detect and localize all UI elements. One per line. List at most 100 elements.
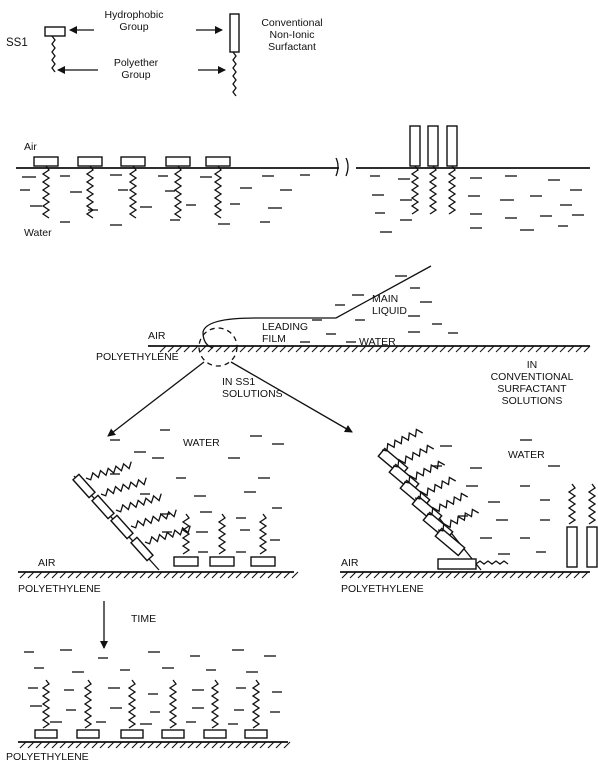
polyethylene-hatch (228, 572, 234, 578)
polyethylene-hatch (68, 742, 74, 748)
polyethylene-hatch (528, 346, 534, 352)
polyethylene-hatch (188, 742, 194, 748)
spreading-water-label: WATER (359, 336, 396, 348)
polyethylene-hatch (398, 572, 404, 578)
ss1-adsorbed-molecule-head (35, 730, 57, 738)
polyethylene-hatch (544, 346, 550, 352)
ss1-adsorbed-molecule-tail (170, 680, 176, 728)
ss1-molecule-tail (43, 166, 49, 218)
polyethylene-hatch (196, 742, 202, 748)
ss1-water-label: WATER (183, 437, 220, 449)
ss1-adsorbed-molecule-head (121, 730, 143, 738)
polyethylene-hatch (550, 572, 556, 578)
polyethylene-hatch (156, 742, 162, 748)
polyethylene-hatch (100, 572, 106, 578)
polyethylene-hatch (382, 572, 388, 578)
polyethylene-hatch (124, 572, 130, 578)
ss1-adsorbed-molecule-tail (183, 514, 189, 554)
polyethylene-hatch (422, 572, 428, 578)
legend-conventional-tail (233, 52, 236, 96)
polyethylene-hatch (352, 346, 358, 352)
polyethylene-hatch (480, 346, 486, 352)
polyethylene-hatch (76, 742, 82, 748)
spreading-air-label: AIR (148, 330, 166, 342)
polyethylene-hatch (414, 572, 420, 578)
ss1-molecule-head (206, 157, 230, 166)
polyethylene-hatch (566, 572, 572, 578)
polyethylene-hatch (408, 346, 414, 352)
polyethylene-hatch (454, 572, 460, 578)
polyethylene-hatch (478, 572, 484, 578)
time-label: TIME (131, 613, 156, 625)
ss1-molecule-head (78, 157, 102, 166)
polyethylene-hatch (180, 572, 186, 578)
ss1-tilted-molecule-head (131, 537, 153, 560)
conventional-flat-molecule-tail (476, 561, 508, 564)
polyethylene-hatch (268, 572, 274, 578)
polyethylene-hatch (240, 346, 246, 352)
polyethylene-hatch (366, 572, 372, 578)
conventional-panel: INCONVENTIONALSURFACTANTSOLUTIONS WATER … (340, 359, 597, 595)
polyethylene-hatch (68, 572, 74, 578)
polyethylene-hatch (116, 742, 122, 748)
polyethylene-hatch (260, 572, 266, 578)
polyethylene-hatch (344, 346, 350, 352)
conventional-molecule-head (447, 126, 457, 166)
conventional-molecule-tail (430, 166, 436, 214)
polyethylene-hatch (584, 346, 590, 352)
spreading-panel: MAINLIQUID LEADINGFILM WATER AIR POLYETH… (96, 266, 590, 436)
polyethylene-hatch (512, 346, 518, 352)
polyethylene-hatch (456, 346, 462, 352)
polyethylene-hatch (320, 346, 326, 352)
conventional-molecule-tail (412, 166, 418, 214)
polyethylene-hatch (228, 742, 234, 748)
ss1-tilted-molecule-tail (145, 526, 190, 544)
legend-polyether-label: PolyetherGroup (114, 57, 159, 81)
polyethylene-hatch (84, 572, 90, 578)
polyethylene-hatch (296, 346, 302, 352)
polyethylene-hatch (272, 346, 278, 352)
polyethylene-hatch (252, 742, 258, 748)
conventional-polyethylene-label: POLYETHYLENE (341, 583, 424, 595)
time-polyethylene-label: POLYETHYLENE (6, 751, 89, 763)
polyethylene-hatch (60, 742, 66, 748)
legend-ss1-tail (52, 36, 55, 72)
polyethylene-hatch (220, 572, 226, 578)
polyethylene-hatch (486, 572, 492, 578)
conventional-water-label: WATER (508, 449, 545, 461)
interface-water-label: Water (24, 227, 52, 239)
polyethylene-hatch (488, 346, 494, 352)
polyethylene-hatch (432, 346, 438, 352)
ss1-adsorbed-molecule-head (204, 730, 226, 738)
polyethylene-hatch (148, 742, 154, 748)
ss1-molecule-head (166, 157, 190, 166)
polyethylene-hatch (140, 572, 146, 578)
polyethylene-hatch (328, 346, 334, 352)
polyethylene-hatch (518, 572, 524, 578)
conventional-molecule-tail (449, 166, 455, 214)
polyethylene-hatch (440, 346, 446, 352)
conventional-tilted-molecule-tail (382, 429, 423, 451)
ss1-adsorbed-molecule-head (245, 730, 267, 738)
polyethylene-hatch (140, 742, 146, 748)
polyethylene-hatch (188, 572, 194, 578)
polyethylene-hatch (204, 572, 210, 578)
polyethylene-hatch (552, 346, 558, 352)
polyethylene-hatch (212, 572, 218, 578)
polyethylene-hatch (84, 742, 90, 748)
conventional-adsorbed-molecule-tail (569, 484, 575, 524)
ss1-adsorbed-molecule-head (77, 730, 99, 738)
ss1-adsorbed-molecule-tail (253, 680, 259, 728)
polyethylene-hatch (424, 346, 430, 352)
ss1-adsorbed-molecule-tail (219, 514, 225, 554)
conventional-adsorbed-molecule-head (587, 527, 597, 567)
ss1-caption: IN SS1SOLUTIONS (222, 376, 283, 400)
polyethylene-hatch (268, 742, 274, 748)
polyethylene-hatch (520, 346, 526, 352)
polyethylene-hatch (406, 572, 412, 578)
polyethylene-hatch (542, 572, 548, 578)
polyethylene-hatch (260, 742, 266, 748)
polyethylene-hatch (92, 742, 98, 748)
ss1-polyethylene-label: POLYETHYLENE (18, 583, 101, 595)
